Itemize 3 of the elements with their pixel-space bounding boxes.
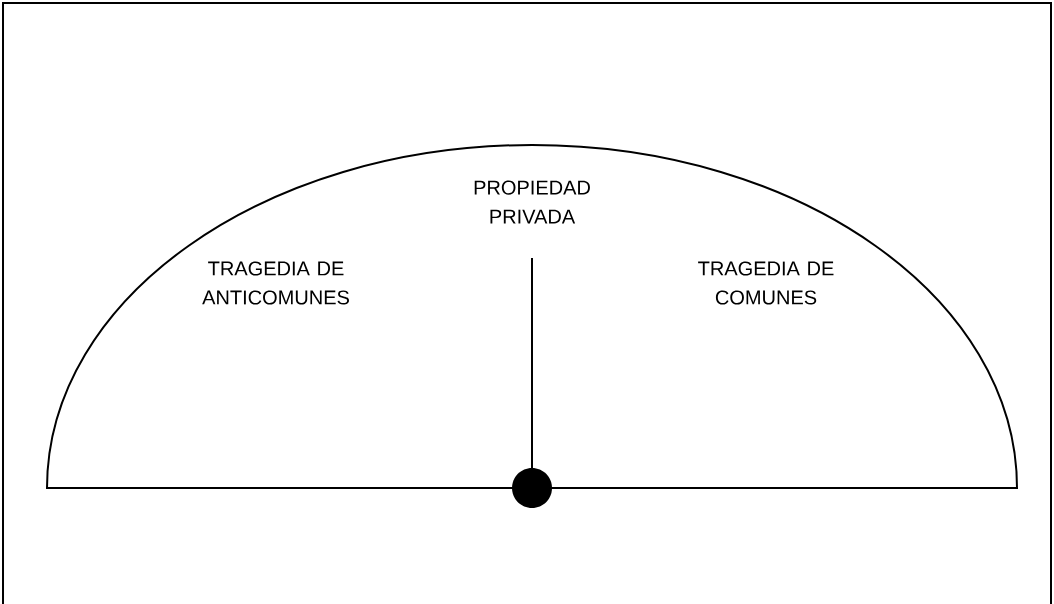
- gauge-label: PROPIEDAD PRIVADA: [474, 180, 590, 224]
- gauge-label: TRAGEDIA DE COMUNES: [698, 261, 834, 305]
- gauge-label: TRAGEDIA DE ANTICOMUNES: [202, 261, 349, 305]
